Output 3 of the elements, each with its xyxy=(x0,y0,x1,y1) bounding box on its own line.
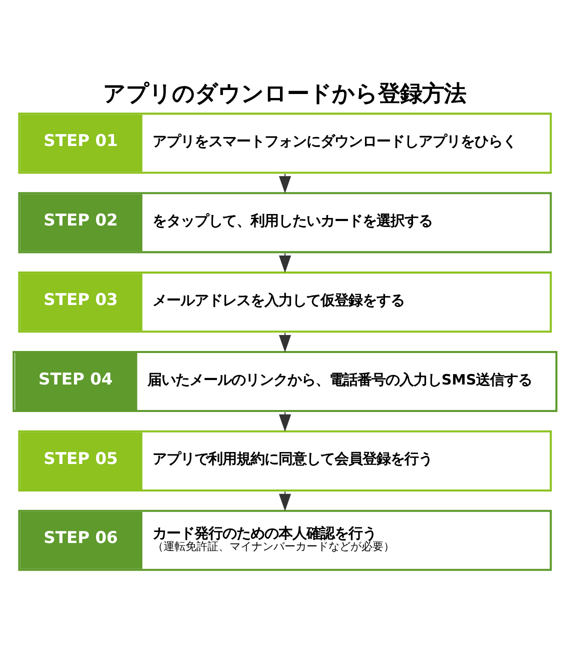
arrow xyxy=(278,492,292,512)
arrow xyxy=(278,412,292,432)
diagram-title: アプリのダウンロードから登録方法 xyxy=(103,81,466,108)
